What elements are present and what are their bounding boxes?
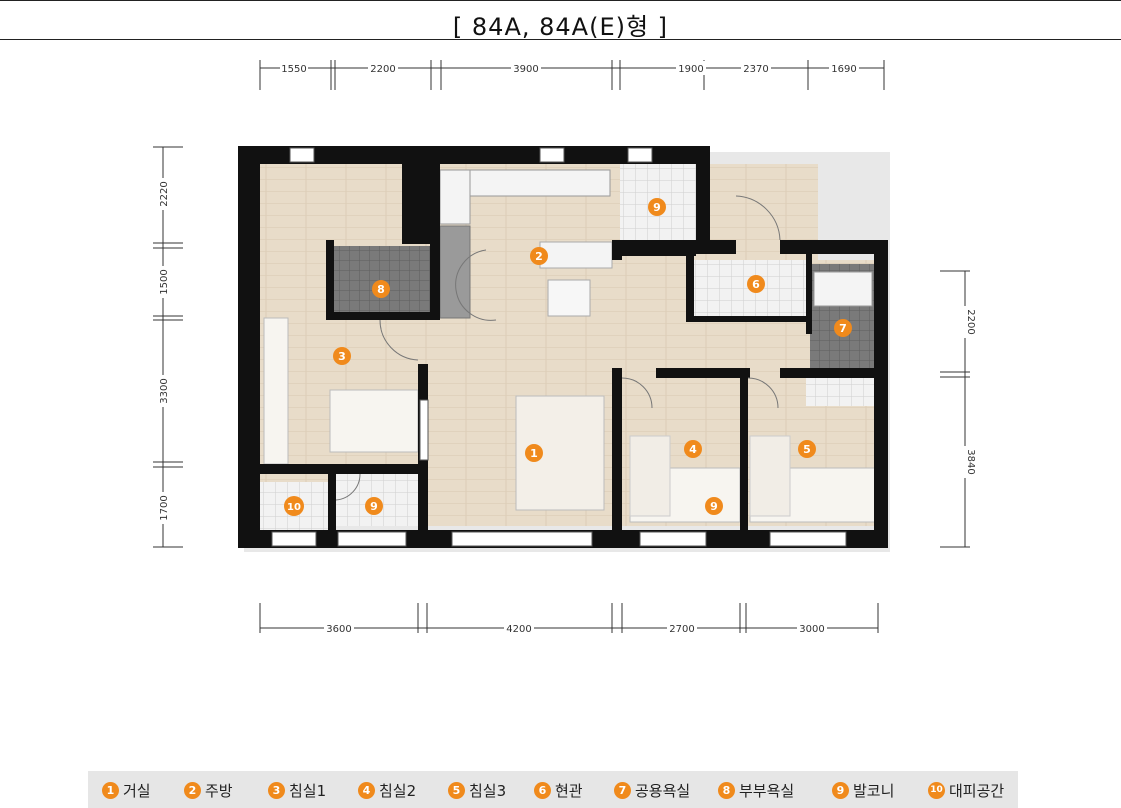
legend-item-balcony: 9 발코니 xyxy=(832,780,894,800)
room-marker-entrance: 6 xyxy=(747,275,765,293)
legend-label: 침실3 xyxy=(469,781,507,800)
svg-text:9: 9 xyxy=(370,500,378,513)
legend-label: 주방 xyxy=(205,781,233,800)
svg-text:10: 10 xyxy=(287,502,301,513)
legend-item-bedroom3: 5 침실3 xyxy=(448,780,506,800)
svg-text:7: 7 xyxy=(839,322,847,335)
floor-plan: 1550 2200 3900 1900 2370 1690 2220 1500 … xyxy=(153,60,976,635)
bottom-dimension-line xyxy=(259,603,879,633)
svg-text:9: 9 xyxy=(653,201,661,214)
left-dimension-line xyxy=(153,146,183,548)
room-marker-balcony-left: 9 xyxy=(365,497,383,515)
legend-badge: 9 xyxy=(832,781,849,799)
dim-bottom-1: 3600 xyxy=(326,624,351,635)
right-dimension-labels: 2200 3840 xyxy=(958,306,976,478)
dim-top-5: 2370 xyxy=(743,64,768,75)
room-marker-common-bath: 7 xyxy=(834,319,852,337)
svg-text:6: 6 xyxy=(752,278,760,291)
legend-item-master-bath: 8 부부욕실 xyxy=(718,780,794,800)
page-title: [ 84A, 84A(E)형 ] xyxy=(452,13,669,41)
legend-label: 침실2 xyxy=(379,781,417,800)
legend-item-living: 1 거실 xyxy=(102,780,151,800)
dim-bottom-4: 3000 xyxy=(799,624,824,635)
top-dimension-labels: 1550 2200 3900 1900 2370 1690 xyxy=(280,61,859,75)
legend-label: 거실 xyxy=(123,781,151,800)
dim-left-3: 3300 xyxy=(159,378,170,403)
top-dimension-line xyxy=(259,60,885,90)
legend-badge: 3 xyxy=(268,781,285,799)
room-markers: 1 2 3 4 5 6 7 8 xyxy=(284,198,852,516)
dim-bottom-2: 4200 xyxy=(506,624,531,635)
room-marker-balcony-top: 9 xyxy=(648,198,666,216)
legend-item-kitchen: 2 주방 xyxy=(184,780,233,800)
dim-right-2: 3840 xyxy=(965,449,976,474)
legend-badge: 10 xyxy=(928,781,945,799)
dim-top-4: 1900 xyxy=(678,64,703,75)
legend-badge: 4 xyxy=(358,781,375,799)
legend-badge: 1 xyxy=(102,781,119,799)
room-marker-master-bath: 8 xyxy=(372,280,390,298)
room-marker-bedroom3: 5 xyxy=(798,440,816,458)
legend-item-bedroom2: 4 침실2 xyxy=(358,780,416,800)
dim-bottom-3: 2700 xyxy=(669,624,694,635)
dim-left-2: 1500 xyxy=(159,269,170,294)
room-marker-bedroom2: 4 xyxy=(684,440,702,458)
legend: 1 거실 2 주방 3 침실1 4 침실2 5 침실3 6 현관 7 공용욕실 … xyxy=(88,771,1018,808)
legend-label: 공용욕실 xyxy=(635,781,691,800)
dim-left-1: 2220 xyxy=(159,181,170,206)
left-dimension-labels: 2220 1500 3300 1700 xyxy=(156,178,170,524)
legend-badge: 8 xyxy=(718,781,735,799)
bottom-dimension-labels: 3600 4200 2700 3000 xyxy=(324,621,827,635)
title-bar: [ 84A, 84A(E)형 ] xyxy=(0,0,1121,41)
legend-label: 침실1 xyxy=(289,781,327,800)
room-marker-living: 1 xyxy=(525,444,543,462)
legend-item-evacuation: 10 대피공간 xyxy=(928,780,1004,800)
svg-text:4: 4 xyxy=(689,443,697,456)
room-marker-balcony-bedroom2: 9 xyxy=(705,497,723,515)
svg-text:8: 8 xyxy=(377,283,385,296)
dim-top-2: 2200 xyxy=(370,64,395,75)
legend-badge: 5 xyxy=(448,781,465,799)
svg-text:5: 5 xyxy=(803,443,811,456)
room-marker-evacuation: 10 xyxy=(284,496,304,516)
legend-item-entrance: 6 현관 xyxy=(534,780,583,800)
svg-text:1: 1 xyxy=(530,447,538,460)
dim-top-1: 1550 xyxy=(281,64,306,75)
dim-left-4: 1700 xyxy=(159,495,170,520)
legend-label: 현관 xyxy=(555,781,583,800)
svg-text:2: 2 xyxy=(535,250,543,263)
room-marker-kitchen: 2 xyxy=(530,247,548,265)
legend-badge: 2 xyxy=(184,781,201,799)
legend-badge: 7 xyxy=(614,781,631,799)
dim-top-3: 3900 xyxy=(513,64,538,75)
legend-item-common-bath: 7 공용욕실 xyxy=(614,780,690,800)
legend-badge: 6 xyxy=(534,781,551,799)
legend-item-bedroom1: 3 침실1 xyxy=(268,780,326,800)
dim-top-6: 1690 xyxy=(831,64,856,75)
dim-right-1: 2200 xyxy=(965,309,976,334)
svg-text:3: 3 xyxy=(338,350,346,363)
legend-label: 부부욕실 xyxy=(739,781,795,800)
legend-label: 발코니 xyxy=(853,781,895,800)
legend-label: 대피공간 xyxy=(949,781,1005,800)
svg-text:9: 9 xyxy=(710,500,718,513)
room-marker-bedroom1: 3 xyxy=(333,347,351,365)
floor-plan-body xyxy=(238,146,890,552)
